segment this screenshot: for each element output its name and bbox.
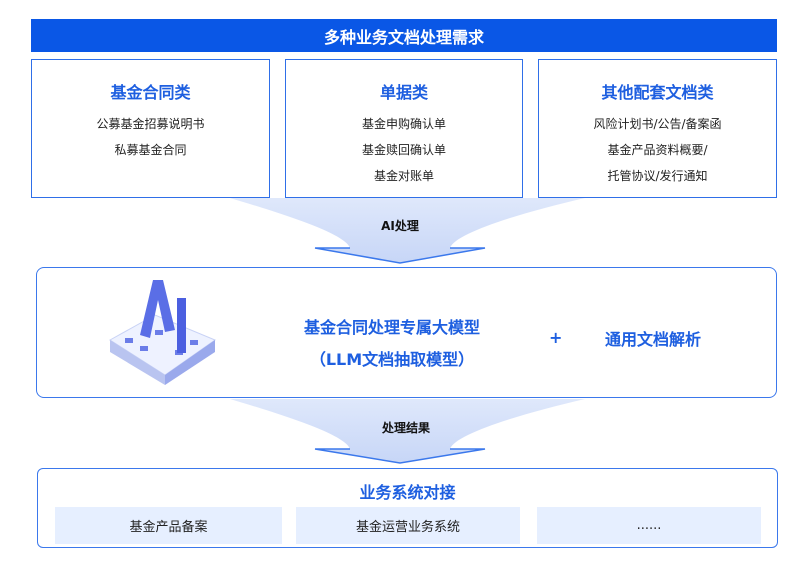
header-banner: 多种业务文档处理需求: [31, 19, 777, 52]
category-item: 托管协议/发行通知: [607, 169, 708, 183]
system-item: 基金产品备案: [55, 507, 282, 544]
category-documents: 单据类 基金申购确认单 基金赎回确认单 基金对账单: [285, 59, 523, 198]
category-item: 基金对账单: [373, 169, 434, 183]
funnel-arrow-icon: [230, 399, 585, 464]
category-item: 基金申购确认单: [361, 117, 446, 131]
category-item: 公募基金招募说明书: [96, 117, 205, 131]
category-item: 私募基金合同: [114, 143, 187, 157]
arrow-label-ai: AI处理: [381, 219, 419, 233]
category-other: 其他配套文档类 风险计划书/公告/备案函 基金产品资料概要/ 托管协议/发行通知: [538, 59, 777, 198]
arrow-label-result: 处理结果: [381, 421, 430, 435]
category-item: 基金产品资料概要/: [607, 143, 708, 157]
category-title: 基金合同类: [110, 83, 191, 102]
plus-sign: +: [549, 328, 563, 347]
model-subtitle: （LLM文档抽取模型）: [309, 350, 475, 369]
category-fund-contract: 基金合同类 公募基金招募说明书 私募基金合同: [31, 59, 270, 198]
category-item: 基金赎回确认单: [361, 143, 446, 157]
category-item: 风险计划书/公告/备案函: [593, 117, 722, 131]
general-parsing: 通用文档解析: [605, 330, 702, 349]
model-name: 基金合同处理专属大模型: [303, 318, 480, 337]
model-panel: 基金合同处理专属大模型 （LLM文档抽取模型） + 通用文档解析: [36, 267, 777, 398]
ai-logo-icon: [109, 280, 217, 385]
funnel-arrow-icon: [230, 198, 585, 264]
category-title: 其他配套文档类: [601, 83, 714, 102]
category-title: 单据类: [379, 83, 428, 102]
integration-title: 业务系统对接: [359, 483, 456, 502]
system-item: 基金运营业务系统: [296, 507, 520, 544]
system-item: ......: [537, 507, 761, 544]
